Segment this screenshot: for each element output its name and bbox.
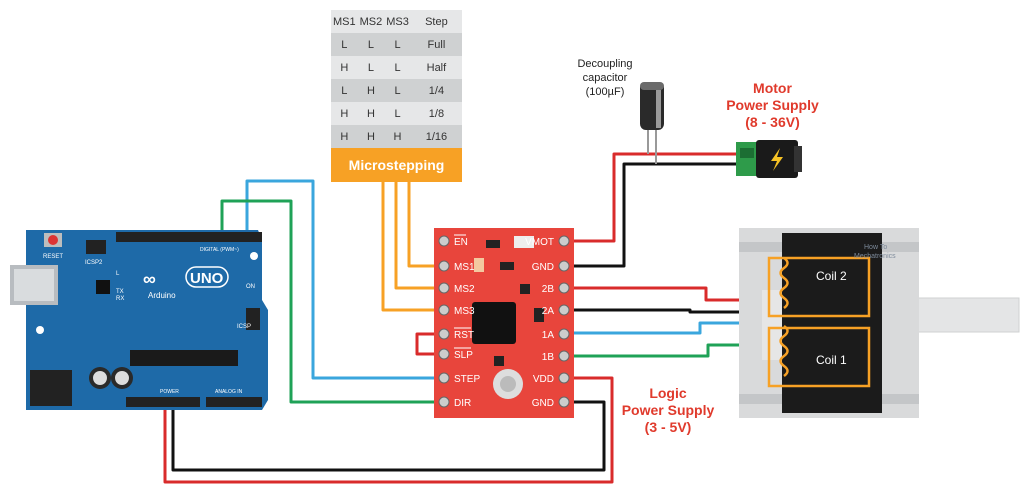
wire-vdd [163, 376, 614, 484]
logic-supply-line: Logic [649, 385, 687, 401]
table-cell: L [357, 33, 385, 56]
table-cell: L [384, 102, 411, 125]
dc-power-jack [736, 140, 802, 178]
motor-supply-line: (8 - 36V) [745, 114, 800, 130]
arduino-logo-icon: ∞ [143, 269, 156, 289]
tx-label: TX [116, 289, 124, 295]
pin-label-gnd-logic: GND [532, 398, 554, 409]
table-cell: L [331, 79, 358, 102]
table-cell: L [357, 56, 385, 79]
pin-label-step: STEP [454, 374, 480, 385]
arduino-model: UNO [190, 270, 224, 287]
microstepping-table: MS1 MS2 MS3 Step L L L Full H L L Half L… [331, 10, 462, 148]
rx-label: RX [116, 296, 124, 302]
pin-label-gnd: GND [532, 262, 554, 273]
wire-vmot [572, 152, 740, 243]
pin-label-vmot: VMOT [525, 237, 554, 248]
pin-label-ms1: MS1 [454, 262, 475, 273]
capacitor-label-line: Decoupling [577, 58, 633, 70]
on-label: ON [246, 284, 255, 290]
table-cell: H [357, 79, 385, 102]
table-cell: H [357, 125, 385, 148]
table-cell: L [384, 79, 411, 102]
stepper-motor: Coil 2 Coil 1 How To Mechatronics [739, 228, 1020, 418]
table-row: H H L 1/8 [331, 102, 462, 125]
capacitor-label: Decoupling capacitor (100µF) [555, 57, 655, 99]
pin-label-2b: 2B [542, 284, 555, 295]
table-row: L L L Full [331, 33, 462, 56]
table-row: H L L Half [331, 56, 462, 79]
pin-label-ms2: MS2 [454, 284, 475, 295]
watermark-line1: How To [864, 244, 887, 251]
logic-supply-line: Power Supply [621, 402, 715, 418]
icsp2-label: ICSP2 [85, 260, 103, 266]
motor-supply-line: Motor [753, 80, 792, 96]
table-cell: H [331, 56, 358, 79]
wire-2a [572, 308, 770, 314]
table-cell: L [384, 33, 411, 56]
pin-label-1a: 1A [542, 330, 555, 341]
wire-rst-slp [415, 332, 438, 356]
table-row: H H H 1/16 [331, 125, 462, 148]
coil1-label: Coil 1 [816, 353, 847, 367]
wire-1a [572, 321, 770, 335]
table-header: MS3 [384, 10, 411, 33]
pin-label-rst: RST [454, 330, 474, 341]
microstepping-label: Microstepping [331, 148, 462, 182]
pin-label-slp: SLP [454, 350, 473, 361]
table-header: Step [410, 10, 462, 33]
wire-dir [220, 199, 438, 404]
table-header-row: MS1 MS2 MS3 Step [331, 10, 462, 33]
capacitor-label-line: capacitor [582, 72, 628, 84]
table-cell: Full [410, 33, 462, 56]
arduino-uno-board: ∞ UNO Arduino RESET ICSP2 ICSP TX RX L O… [10, 230, 268, 410]
digital-label: DIGITAL (PWM~) [200, 247, 239, 253]
table-cell: H [357, 102, 385, 125]
l-label: L [116, 271, 120, 277]
table-cell: H [331, 102, 358, 125]
wire-ms3 [381, 182, 438, 312]
motor-supply-line: Power Supply [726, 97, 819, 113]
wire-step [245, 179, 438, 380]
lightning-icon [771, 148, 783, 171]
watermark-line2: Mechatronics [854, 253, 896, 260]
table-cell: L [384, 56, 411, 79]
table-header: MS2 [357, 10, 385, 33]
pin-label-ms3: MS3 [454, 306, 475, 317]
table-cell: H [384, 125, 411, 148]
table-cell: 1/16 [410, 125, 462, 148]
reset-label: RESET [43, 254, 63, 260]
wire-ms2 [394, 182, 438, 290]
table-cell: 1/8 [410, 102, 462, 125]
wire-logic-gnd [171, 400, 606, 472]
logic-supply-line: (3 - 5V) [644, 419, 692, 435]
pin-label-en: EN [454, 237, 468, 248]
wire-2b [572, 286, 770, 302]
decoupling-capacitor [640, 82, 664, 130]
table-cell: 1/4 [410, 79, 462, 102]
arduino-brand: Arduino [148, 291, 176, 300]
wire-ms1 [407, 182, 438, 268]
table-row: L H L 1/4 [331, 79, 462, 102]
pin-label-2a: 2A [542, 306, 555, 317]
wire-motor-gnd [572, 162, 740, 268]
table-cell: Half [410, 56, 462, 79]
table-cell: L [331, 33, 358, 56]
icsp-label: ICSP [237, 324, 251, 330]
motor-power-supply-label: Motor Power Supply (8 - 36V) [715, 80, 830, 131]
pin-label-vdd: VDD [533, 374, 554, 385]
pin-label-1b: 1B [542, 352, 555, 363]
table-cell: H [331, 125, 358, 148]
logic-power-supply-label: Logic Power Supply (3 - 5V) [608, 385, 728, 436]
capacitor-label-line: (100µF) [585, 86, 625, 98]
power-label: POWER [160, 389, 179, 395]
pin-label-dir: DIR [454, 398, 471, 409]
table-header: MS1 [331, 10, 358, 33]
coil2-label: Coil 2 [816, 269, 847, 283]
analog-label: ANALOG IN [215, 389, 243, 395]
a4988-driver: EN MS1 MS2 MS3 RST SLP STEP DIR VMOT GND… [434, 228, 574, 418]
